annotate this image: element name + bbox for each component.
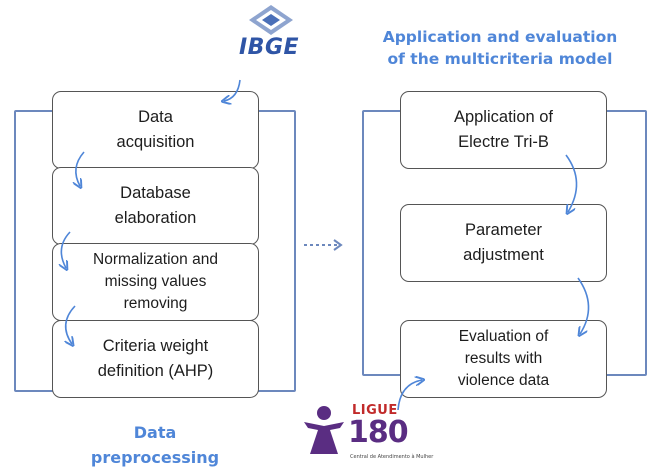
left-stage-title: Data preprocessing [90,423,220,467]
step-database-elaboration: Database elaboration [52,167,259,245]
step-application-electre: Application of Electre Tri-B [400,91,607,169]
right-stage-title: Application and evaluation of the multic… [382,28,618,68]
ligue-180-logo: LIGUE 180 Central de Atendimento à Mulhe… [300,398,433,470]
step-normalization: Normalization and missing values removin… [52,243,259,321]
ligue-subtitle: Central de Atendimento à Mulher [350,454,434,460]
ibge-logo-mark [249,5,293,35]
ibge-logo: IBGE [236,4,306,64]
ligue-text: LIGUE [352,403,398,418]
ligue-number: 180 [348,415,409,450]
woman-figure-icon [304,406,344,454]
step-criteria-weight: Criteria weight definition (AHP) [52,320,259,398]
step-evaluation-results: Evaluation of results with violence data [400,320,607,398]
step-data-acquisition: Data acquisition [52,91,259,169]
step-parameter-adjustment: Parameter adjustment [400,204,607,282]
ibge-logo-text: IBGE [239,35,300,60]
